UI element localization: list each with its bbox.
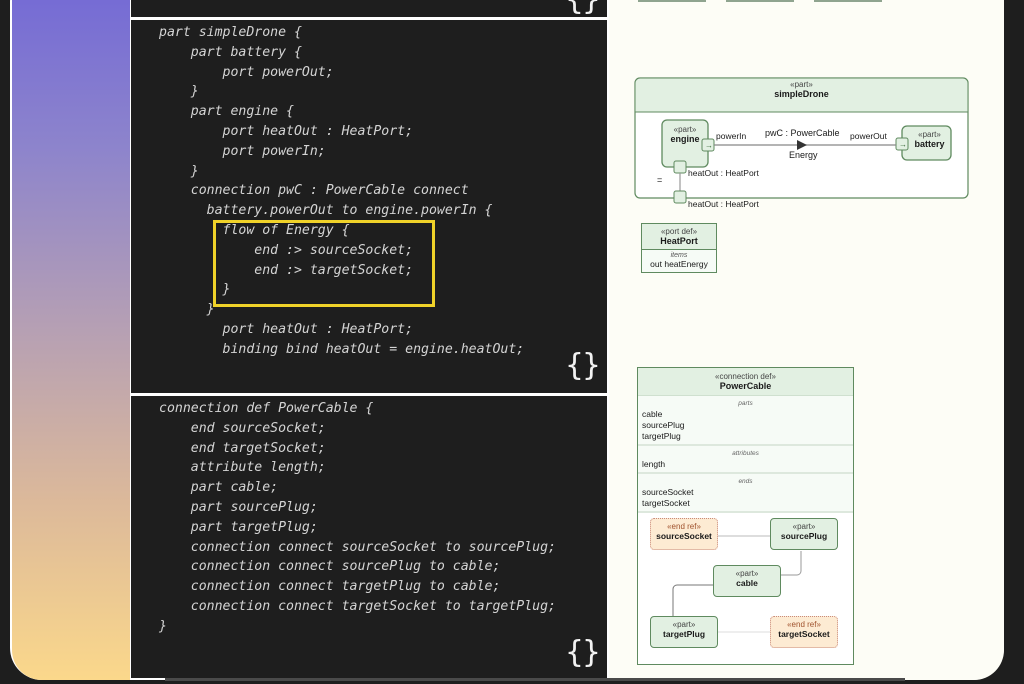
code-panel-powercable: connection def PowerCable { end sourceSo… [131, 396, 607, 678]
powerout-port [895, 137, 909, 151]
heatport-item: out heatEnergy [650, 259, 708, 269]
attributes-compartment: attributes length [638, 446, 853, 474]
stereotype-label: «end ref» [787, 620, 821, 629]
port-arrow-icon: → [899, 140, 907, 149]
simpledrone-header [634, 77, 969, 113]
stereotype-label: «end ref» [667, 522, 701, 531]
node-sourcesocket: «end ref» sourceSocket [650, 518, 718, 550]
end-item: sourceSocket [642, 487, 694, 497]
ends-compartment: ends sourceSocket targetSocket [638, 474, 853, 513]
horizontal-scrollbar[interactable] [165, 678, 905, 681]
braces-icon: {} [564, 348, 601, 383]
part-item: cable [642, 409, 663, 419]
simpledrone-diagram: → → [634, 77, 969, 204]
stereotype-label: «port def» [660, 227, 698, 236]
node-targetsocket: «end ref» targetSocket [770, 616, 838, 648]
parts-compartment: parts cable sourcePlug targetPlug [638, 396, 853, 446]
code-panel-previous: {} [131, 0, 607, 17]
stereotype-label: «part» [672, 620, 696, 629]
heatport-def: «port def» HeatPort items out heatEnergy [641, 223, 717, 273]
stereotype-label: «part» [918, 130, 941, 139]
battery-name: battery [914, 139, 945, 149]
connection-label: pwC : PowerCable [765, 128, 840, 138]
engine-label: «part» engine [662, 125, 708, 144]
flow-label: Energy [789, 150, 818, 160]
node-name: cable [736, 578, 758, 588]
powerout-label: powerOut [850, 131, 887, 141]
node-name: targetPlug [662, 629, 706, 639]
diagram-tab[interactable] [814, 0, 882, 2]
flow-arrow-icon [797, 140, 807, 150]
heatout-port-outer [673, 190, 687, 204]
code-panel-simpledrone: part simpleDrone { part battery { port p… [131, 20, 607, 393]
heatout-outer-label: heatOut : HeatPort [688, 199, 759, 209]
diagram-column: → → «part» simpleDrone «part» engine «pa… [609, 0, 1004, 680]
heatout-inner-label: heatOut : HeatPort [688, 168, 759, 178]
gradient-sidebar [12, 0, 130, 680]
code-block-simpledrone: part simpleDrone { part battery { port p… [159, 25, 525, 357]
port-arrow-icon: → [705, 141, 713, 150]
compartment-title: items [670, 252, 688, 259]
diagram-tab[interactable] [638, 0, 706, 2]
braces-icon: {} [565, 0, 601, 15]
powerin-label: powerIn [716, 131, 747, 141]
heatout-port-inner [673, 160, 687, 174]
engine-name: engine [670, 134, 700, 144]
stereotype-label: «connection def» [715, 372, 776, 381]
node-name: sourceSocket [656, 531, 712, 541]
powercable-connectors [672, 535, 802, 633]
node-cable: «part» cable [713, 565, 781, 597]
part-item: targetPlug [642, 431, 681, 441]
binding-symbol: = [657, 175, 663, 185]
node-targetplug: «part» targetPlug [650, 616, 718, 648]
node-sourceplug: «part» sourcePlug [770, 518, 838, 550]
part-item: sourcePlug [642, 420, 685, 430]
battery-label: «part» battery [908, 130, 951, 149]
end-item: targetSocket [642, 498, 690, 508]
compartment-title: attributes [732, 450, 759, 457]
powercable-name: PowerCable [719, 381, 772, 391]
stereotype-label: «part» [735, 569, 759, 578]
code-block-powercable: connection def PowerCable { end sourceSo… [159, 401, 556, 634]
compartment-title: ends [738, 478, 753, 485]
compartment-title: parts [738, 400, 753, 407]
stereotype-label: «part» [790, 80, 813, 89]
heatport-name: HeatPort [660, 236, 698, 246]
simpledrone-name: simpleDrone [774, 89, 829, 99]
braces-icon: {} [564, 635, 601, 670]
simpledrone-title: «part» simpleDrone [629, 80, 974, 99]
node-name: targetSocket [778, 629, 830, 639]
diagram-tab[interactable] [726, 0, 794, 2]
stereotype-label: «part» [792, 522, 816, 531]
highlight-box-flow [213, 220, 435, 307]
node-name: sourcePlug [780, 531, 828, 541]
powercable-def: «connection def» PowerCable parts cable … [637, 367, 854, 665]
attribute-item: length [642, 459, 666, 469]
stereotype-label: «part» [673, 125, 697, 134]
